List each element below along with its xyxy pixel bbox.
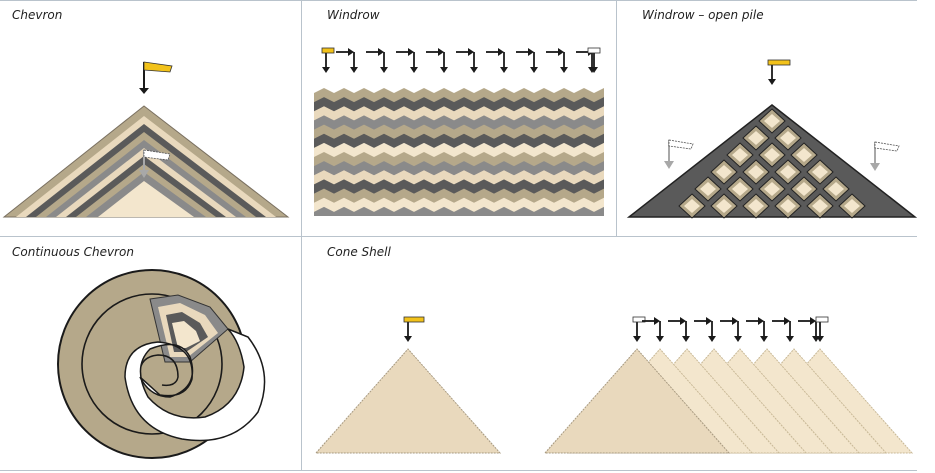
pile-cell — [710, 193, 738, 219]
windrow-layer — [314, 206, 604, 216]
panel-cone-shell: Cone Shell — [302, 237, 917, 471]
continuous-chevron-diagram — [57, 269, 266, 459]
panel-chevron: Chevron — [0, 0, 301, 236]
pile-cell — [822, 176, 850, 202]
pile-cell — [758, 108, 786, 134]
flag-icon — [139, 61, 173, 94]
pile-cell — [838, 193, 866, 219]
flag-icon — [632, 316, 646, 342]
windrow-open-pile-diagram — [626, 59, 917, 219]
stacker-arrow-icon — [396, 48, 418, 73]
pile-cell — [774, 193, 802, 219]
panel-windrow: Windrow — [302, 0, 616, 236]
flag-icon — [587, 47, 601, 73]
pile-cell — [806, 159, 834, 185]
pile-cell — [742, 193, 770, 219]
windrow-diagram — [314, 47, 604, 216]
cone-shell-diagram — [314, 316, 914, 454]
chevron-diagram — [2, 61, 290, 218]
pile-cell — [710, 159, 738, 185]
flag-icon — [321, 47, 335, 73]
stacker-arrow-icon — [486, 48, 508, 73]
pile-cell — [678, 193, 706, 219]
ghost-flag-icon — [139, 149, 171, 178]
top-border — [0, 0, 917, 1]
stacker-arrow-icon — [516, 48, 538, 73]
pile-cell — [806, 193, 834, 219]
row-divider — [0, 236, 917, 237]
stacker-arrow-icon — [694, 317, 716, 342]
panel-title: Cone Shell — [327, 245, 391, 259]
flag-icon — [403, 316, 425, 342]
bottom-border — [0, 470, 917, 471]
col-divider-2 — [616, 0, 617, 236]
stacker-arrow-icon — [668, 317, 690, 342]
stacker-arrow-icon — [546, 48, 568, 73]
pile-cell — [758, 142, 786, 168]
panel-title: Windrow — [327, 8, 380, 22]
pile-cell — [726, 176, 754, 202]
pile-cell — [726, 142, 754, 168]
stacker-arrow-icon — [456, 48, 478, 73]
stacker-arrow-icon — [746, 317, 768, 342]
stacker-arrow-icon — [366, 48, 388, 73]
panel-windrow-open-pile: Windrow – open pile — [617, 0, 917, 236]
pile-cell — [790, 142, 818, 168]
stacker-arrow-icon — [642, 317, 664, 342]
panel-title: Windrow – open pile — [642, 8, 764, 22]
pile-cell — [758, 176, 786, 202]
pile-cell — [774, 159, 802, 185]
stacker-arrow-icon — [720, 317, 742, 342]
stacker-arrow-icon — [772, 317, 794, 342]
ghost-flag-icon — [870, 141, 900, 171]
cone — [314, 348, 502, 454]
col-divider-1 — [301, 0, 302, 471]
panel-title: Continuous Chevron — [12, 245, 134, 259]
pile-cell — [694, 176, 722, 202]
flag-icon — [815, 316, 829, 342]
stacker-arrow-icon — [426, 48, 448, 73]
pile-cell — [742, 125, 770, 151]
ghost-flag-icon — [664, 139, 694, 169]
flag-icon — [767, 59, 791, 85]
panel-title: Chevron — [12, 8, 63, 22]
pile-cell — [742, 159, 770, 185]
pile-cell — [774, 125, 802, 151]
chevron-layer — [98, 181, 194, 217]
pile-cell — [790, 176, 818, 202]
cone-shell — [543, 348, 731, 454]
stacker-arrow-icon — [336, 48, 358, 73]
panel-continuous-chevron: Continuous Chevron — [0, 237, 301, 471]
